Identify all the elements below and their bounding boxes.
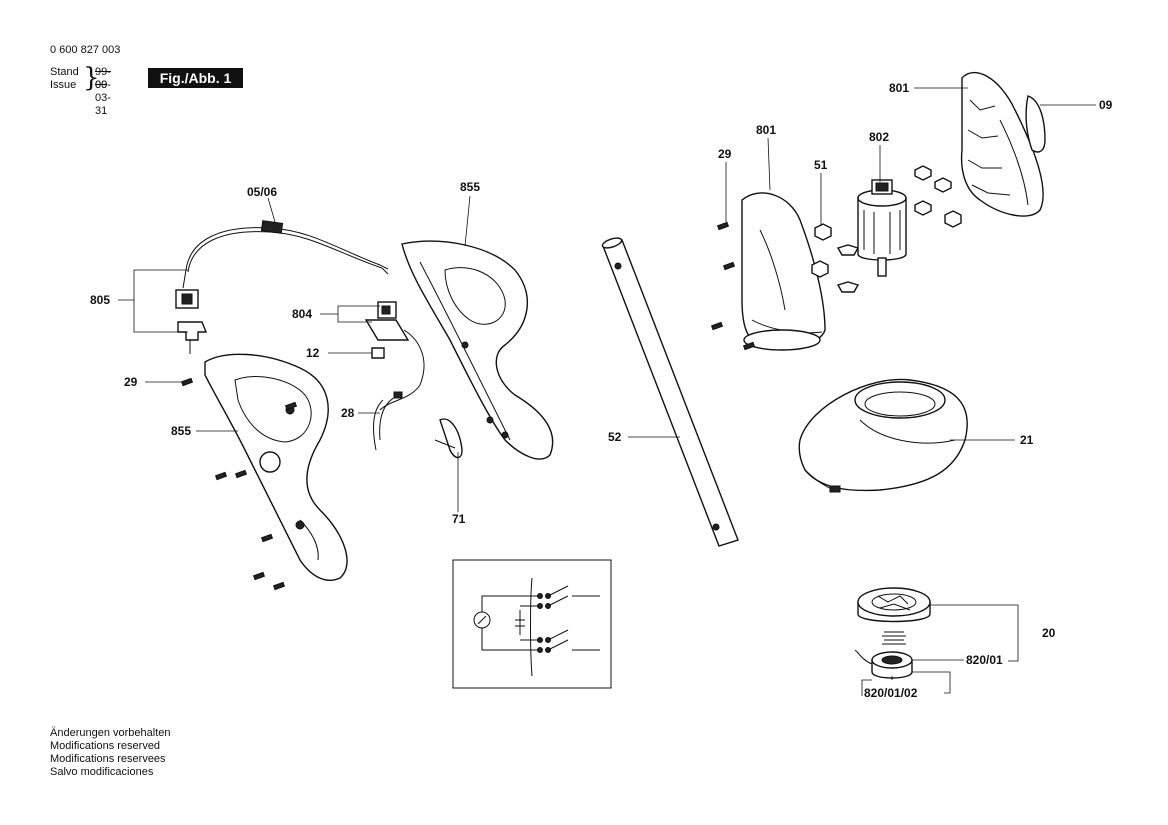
motor-nuts [914,165,962,228]
label-21: 21 [1020,433,1034,447]
label-820-01: 820/01 [966,653,1003,667]
spool-part [857,587,931,623]
label-804: 804 [292,307,312,321]
label-71: 71 [452,512,466,526]
clip-part [371,347,385,359]
label-855-left: 855 [171,424,191,438]
tube-part [601,237,739,547]
spring-part [882,631,906,645]
wire-part [373,391,403,451]
screws-left [180,377,298,591]
handle-housing-right [401,240,554,460]
motor-housing-top [960,71,1044,217]
cable-part [182,220,389,289]
label-820-01-02: 820/01/02 [864,686,918,700]
doc-number: 0 600 827 003 [50,44,121,56]
label-05-06: 05/06 [247,185,277,199]
line-spool-part [854,649,913,679]
label-52: 52 [608,430,622,444]
brace-icon: } [83,63,100,93]
circuit-inset [452,559,612,689]
issue-label: Issue [50,79,77,91]
modification-notes: Änderungen vorbehalten Modifications res… [50,727,170,779]
label-29-left: 29 [124,375,138,389]
label-855-top: 855 [460,180,480,194]
label-12: 12 [306,346,320,360]
figure-badge: Fig./Abb. 1 [148,68,243,88]
note-fr: Modifications reservees [50,753,166,765]
part-labels: 05/06 855 805 804 12 29 855 28 71 52 29 … [90,81,1113,700]
label-29-right: 29 [718,147,732,161]
issue-date: 00-03-31 [95,79,111,117]
stand-label: Stand [50,66,79,78]
label-802: 802 [869,130,889,144]
motor-part [857,179,907,277]
stand-issue-block: Stand Issue } 99-09 00-03-31 [50,65,111,117]
old-date: 99-09 [95,66,111,91]
label-20: 20 [1042,626,1056,640]
label-801-mid: 801 [756,123,776,137]
label-51: 51 [814,158,828,172]
strain-relief-part [175,289,208,354]
label-801-top: 801 [889,81,909,95]
leader-lines [118,87,1096,696]
screws-right [710,221,756,351]
label-09: 09 [1099,98,1113,112]
note-de: Änderungen vorbehalten [50,727,171,739]
cover-part [1025,95,1046,153]
handle-housing-left [204,353,348,581]
lever-part [434,418,463,459]
guard-part [798,378,968,493]
label-805: 805 [90,293,110,307]
nuts-part [811,223,860,293]
motor-housing-mid [741,192,826,351]
note-es: Salvo modificaciones [50,766,154,778]
note-en: Modifications reserved [50,740,161,752]
switch-part [364,301,425,411]
label-28: 28 [341,406,355,420]
